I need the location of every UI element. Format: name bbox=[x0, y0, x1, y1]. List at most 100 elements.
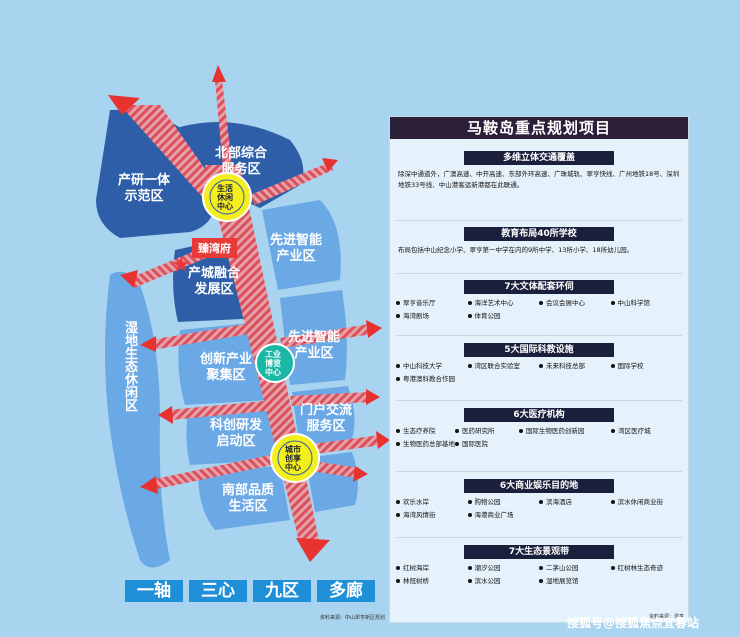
zone-label-adv1: 先进智能 产业区 bbox=[270, 233, 323, 264]
list-item: 购物公园 bbox=[467, 497, 540, 507]
list-item: 红树林生态奇迹 bbox=[610, 563, 683, 573]
list-item: 欢乐水岸 bbox=[396, 497, 468, 507]
zone-south bbox=[198, 466, 290, 530]
bullet-icon bbox=[467, 500, 472, 504]
section-education: 教育布局40所学校 布局包括中山纪念小学、翠亨第一中学在内的9所中学、13所小学… bbox=[396, 227, 682, 256]
list-item: 湾区联合实验室 bbox=[467, 361, 540, 371]
list-item: 滨水公园 bbox=[467, 576, 540, 586]
bullet-icon bbox=[467, 314, 472, 318]
section-head: 6大医疗机构 bbox=[464, 408, 614, 422]
section-items: 中山科技大学 湾区联合实验室 未来科技总部 国际学校 粤港澳科教合作园 bbox=[396, 361, 682, 384]
zone-adv1 bbox=[262, 200, 341, 290]
list-item: 海湾剧场 bbox=[396, 311, 468, 321]
list-item: 中山科学馆 bbox=[610, 298, 683, 308]
section-head: 5大国际科教设施 bbox=[464, 343, 614, 357]
zone-innov bbox=[178, 322, 270, 405]
bullet-icon bbox=[396, 442, 400, 446]
section-head: 7大文体配套环伺 bbox=[464, 280, 614, 294]
list-item: 未来科技总部 bbox=[539, 361, 611, 371]
bullet-icon bbox=[467, 364, 472, 368]
list-item: 海洋艺术中心 bbox=[467, 298, 540, 308]
list-item: 林冠树桥 bbox=[396, 576, 468, 586]
bullet-icon bbox=[455, 429, 459, 433]
bullet-icon bbox=[396, 314, 400, 318]
center-label-industry: 工业 博览 中心 bbox=[265, 350, 281, 377]
zone-sci bbox=[186, 406, 278, 465]
section-items: 翠亨音乐厅 海洋艺术中心 会议会展中心 中山科学馆 海湾剧场 体育公园 bbox=[396, 298, 682, 321]
bullet-icon bbox=[518, 429, 523, 433]
zone-label-adv2: 先进智能 产业区 bbox=[288, 330, 341, 361]
list-item: 国际学校 bbox=[610, 361, 683, 371]
bullet-icon bbox=[396, 513, 400, 517]
bullet-icon bbox=[396, 500, 400, 504]
zone-wetland bbox=[105, 271, 170, 568]
section-traffic: 多维立体交通覆盖 除深中通道外，广澳高速、中开高速、东部外环高速、广珠城轨、翠亨… bbox=[396, 151, 682, 191]
bullet-icon bbox=[467, 301, 472, 305]
bottom-centers: 三心 bbox=[189, 580, 247, 602]
center-industry bbox=[255, 343, 295, 383]
section-head: 多维立体交通覆盖 bbox=[464, 151, 614, 165]
bullet-icon bbox=[539, 301, 543, 305]
bullet-icon bbox=[539, 364, 543, 368]
arrow-heads bbox=[108, 65, 390, 562]
list-item: 粤港澳科教合作园 bbox=[396, 374, 468, 384]
planning-panel: 马鞍岛重点规划项目 多维立体交通覆盖 除深中通道外，广澳高速、中开高速、东部外环… bbox=[389, 116, 689, 623]
bullet-icon bbox=[611, 429, 616, 433]
bullet-icon bbox=[396, 377, 400, 381]
bottom-zones: 九区 bbox=[253, 580, 311, 602]
section-text: 除深中通道外，广澳高速、中开高速、东部外环高速、广珠城轨、翠亨快线、广州地铁18… bbox=[398, 170, 680, 189]
project-tag: 臻湾府 bbox=[192, 238, 237, 258]
bullet-icon bbox=[396, 301, 400, 305]
bullet-icon bbox=[396, 566, 400, 570]
bullet-icon bbox=[610, 500, 615, 504]
bullet-icon bbox=[396, 429, 400, 433]
list-item: 生态疗养院 bbox=[396, 426, 455, 436]
list-item: 翠亨音乐厅 bbox=[396, 298, 468, 308]
section-medical: 6大医疗机构 生态疗养院 医药研究所 国际生物医药创新园 湾区医疗城 生物医药总… bbox=[396, 408, 682, 449]
section-items: 欢乐水岸 购物公园 滨海酒店 滨水休闲商业街 海湾风情街 海港商业广场 bbox=[396, 497, 682, 520]
list-item: 海港商业广场 bbox=[467, 510, 540, 520]
watermark: 搜狐号@搜狐焦点宜春站 bbox=[567, 616, 700, 630]
list-item: 红树海岸 bbox=[396, 563, 468, 573]
section-head: 7大生态景观带 bbox=[464, 545, 614, 559]
bullet-icon bbox=[610, 566, 615, 570]
section-items: 红树海岸 潮汐公园 二茅山公园 红树林生态奇迹 林冠树桥 滨水公园 湿地展览馆 bbox=[396, 563, 682, 586]
panel-source: 资料来源：翠亨 bbox=[648, 614, 684, 620]
list-item: 湿地展览馆 bbox=[539, 576, 611, 586]
panel-title: 马鞍岛重点规划项目 bbox=[390, 117, 688, 139]
list-item: 滨海酒店 bbox=[539, 497, 611, 507]
bullet-icon bbox=[467, 579, 472, 583]
list-item: 滨水休闲商业街 bbox=[610, 497, 683, 507]
section-items: 生态疗养院 医药研究所 国际生物医药创新园 湾区医疗城 生物医药总部基地 国际医… bbox=[396, 426, 682, 449]
bullet-icon bbox=[539, 566, 543, 570]
list-item: 国际生物医药创新园 bbox=[518, 426, 611, 436]
list-item: 二茅山公园 bbox=[539, 563, 611, 573]
bullet-icon bbox=[396, 579, 400, 583]
section-commerce: 6大商业娱乐目的地 欢乐水岸 购物公园 滨海酒店 滨水休闲商业街 海湾风情街 海… bbox=[396, 479, 682, 520]
list-item: 医药研究所 bbox=[455, 426, 519, 436]
zone-label-fusion: 产城融合 发展区 bbox=[188, 266, 241, 297]
zone-label-sci: 科创研发 启动区 bbox=[210, 418, 263, 449]
bullet-icon bbox=[610, 364, 615, 368]
zone-label-rd: 产研一体 示范区 bbox=[118, 173, 171, 204]
section-head: 教育布局40所学校 bbox=[464, 227, 614, 241]
list-item: 湾区医疗城 bbox=[611, 426, 682, 436]
bullet-icon bbox=[610, 301, 615, 305]
zone-label-north: 北部综合 服务区 bbox=[215, 146, 268, 177]
list-item: 国际医院 bbox=[455, 439, 519, 449]
bullet-icon bbox=[467, 513, 472, 517]
map-source: 资料来源：中山翠亨新区规划 bbox=[320, 615, 386, 621]
zone-label-wetland: 湿 地 生 态 休 闲 区 bbox=[125, 321, 139, 414]
bullet-icon bbox=[396, 364, 400, 368]
bottom-axis: 一轴 bbox=[125, 580, 183, 602]
section-head: 6大商业娱乐目的地 bbox=[464, 479, 614, 493]
section-ecology: 7大生态景观带 红树海岸 潮汐公园 二茅山公园 红树林生态奇迹 林冠树桥 滨水公… bbox=[396, 545, 682, 586]
section-science: 5大国际科教设施 中山科技大学 湾区联合实验室 未来科技总部 国际学校 粤港澳科… bbox=[396, 343, 682, 384]
section-text: 布局包括中山纪念小学、翠亨第一中学在内的9所中学、13所小学、18所幼儿园。 bbox=[398, 246, 634, 254]
list-item: 体育公园 bbox=[467, 311, 540, 321]
center-label-life: 生活 休闲 中心 bbox=[217, 184, 233, 211]
section-culture: 7大文体配套环伺 翠亨音乐厅 海洋艺术中心 会议会展中心 中山科学馆 海湾剧场 … bbox=[396, 280, 682, 321]
bullet-icon bbox=[539, 579, 543, 583]
zone-label-innov: 创新产业 聚集区 bbox=[200, 352, 253, 383]
center-label-city: 城市 创享 中心 bbox=[285, 445, 301, 472]
